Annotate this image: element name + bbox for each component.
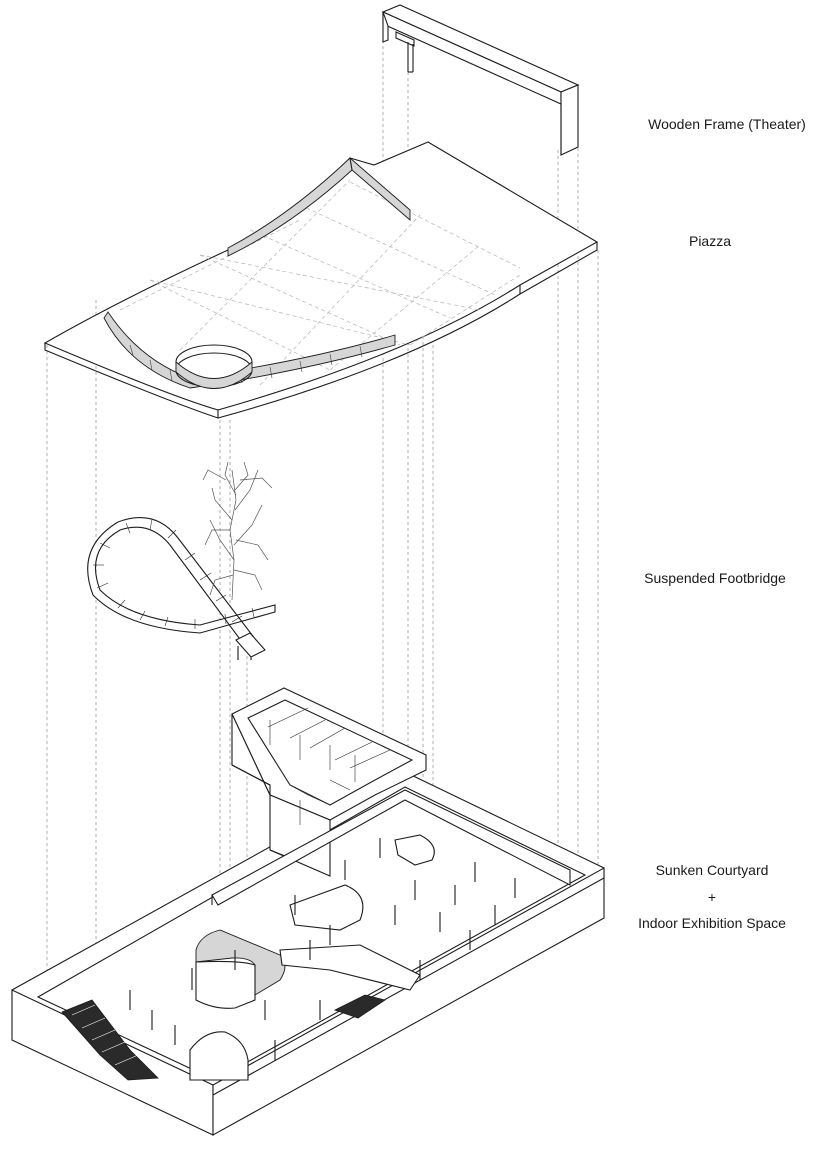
footbridge bbox=[87, 461, 276, 660]
label-wooden-frame: Wooden Frame (Theater) bbox=[648, 116, 806, 132]
left-stair-steps bbox=[71, 1004, 139, 1066]
piazza-grid bbox=[119, 179, 521, 386]
footbridge-segments bbox=[93, 518, 255, 629]
label-sunken-courtyard: Sunken Courtyard bbox=[655, 862, 769, 878]
label-suspended-footbridge: Suspended Footbridge bbox=[644, 570, 786, 586]
label-plus: + bbox=[707, 889, 717, 905]
tree bbox=[202, 461, 273, 601]
label-piazza: Piazza bbox=[688, 233, 732, 249]
columns bbox=[129, 838, 516, 1060]
piazza bbox=[43, 141, 599, 419]
courtyard-building bbox=[11, 687, 605, 1136]
label-indoor-exhibition: Indoor Exhibition Space bbox=[638, 915, 786, 931]
wooden-frame bbox=[381, 4, 580, 156]
